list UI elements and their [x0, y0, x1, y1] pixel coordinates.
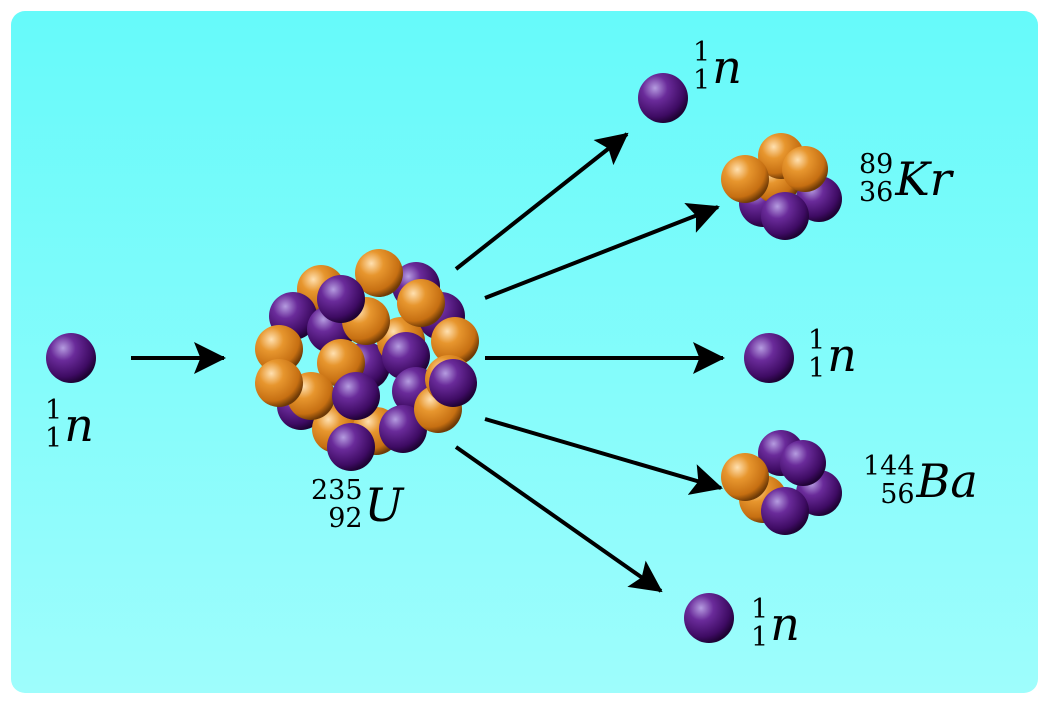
- incoming-neutron: [46, 333, 96, 383]
- symbol: U: [364, 477, 404, 532]
- neutron-sphere: [46, 333, 96, 383]
- background: [11, 11, 1038, 693]
- proton-sphere: [255, 359, 303, 407]
- neutron-sphere: [327, 423, 375, 471]
- proton-sphere: [397, 279, 445, 327]
- neutron-sphere: [638, 73, 688, 123]
- atomic-number: 1: [45, 422, 63, 454]
- arrow-to-neutron-bottom: [454, 445, 663, 593]
- krypton-nucleus: [721, 133, 842, 240]
- neutron-sphere: [780, 440, 826, 486]
- atomic-number: 92: [328, 502, 363, 534]
- proton-sphere: [355, 249, 403, 297]
- proton-sphere: [782, 146, 828, 192]
- proton-sphere: [255, 325, 303, 373]
- proton-sphere: [721, 155, 769, 203]
- neutron-sphere: [332, 372, 380, 420]
- nucleons: [46, 73, 842, 643]
- fission-diagram: [11, 11, 1038, 693]
- uranium-nucleus: [255, 249, 479, 471]
- neutron-top: [638, 73, 688, 123]
- atomic-number: 36: [859, 176, 894, 208]
- neutron-sphere: [429, 359, 477, 407]
- neutron-bottom: [684, 593, 734, 643]
- mass-number: 144: [863, 451, 915, 482]
- neutron-sphere: [761, 192, 809, 240]
- neutron-sphere: [684, 593, 734, 643]
- symbol: n: [64, 397, 94, 452]
- atomic-number: 1: [693, 64, 711, 96]
- arrow-to-barium: [484, 417, 723, 495]
- symbol: Kr: [895, 151, 952, 206]
- arrow-to-krypton: [484, 203, 720, 300]
- mass-number: 1: [45, 395, 63, 426]
- atomic-number: 1: [808, 352, 826, 384]
- symbol: n: [712, 39, 742, 94]
- mass-number: 1: [808, 325, 826, 356]
- atomic-number: 1: [751, 621, 769, 653]
- proton-sphere: [431, 317, 479, 365]
- proton-sphere: [721, 453, 769, 501]
- mass-number: 1: [693, 37, 711, 68]
- arrows: [131, 132, 725, 593]
- barium-nucleus: [721, 430, 842, 535]
- neutron-sphere: [761, 487, 809, 535]
- neutron-middle: [744, 333, 794, 383]
- neutron-sphere: [317, 275, 365, 323]
- mass-number: 89: [859, 149, 894, 180]
- atomic-number: 56: [880, 478, 915, 510]
- symbol: n: [827, 327, 857, 382]
- symbol: n: [770, 596, 800, 651]
- mass-number: 1: [751, 594, 769, 625]
- mass-number: 235: [311, 475, 363, 506]
- symbol: Ba: [916, 453, 978, 508]
- arrow-to-neutron-top: [454, 132, 629, 271]
- neutron-sphere: [744, 333, 794, 383]
- neutron-sphere: [379, 405, 427, 453]
